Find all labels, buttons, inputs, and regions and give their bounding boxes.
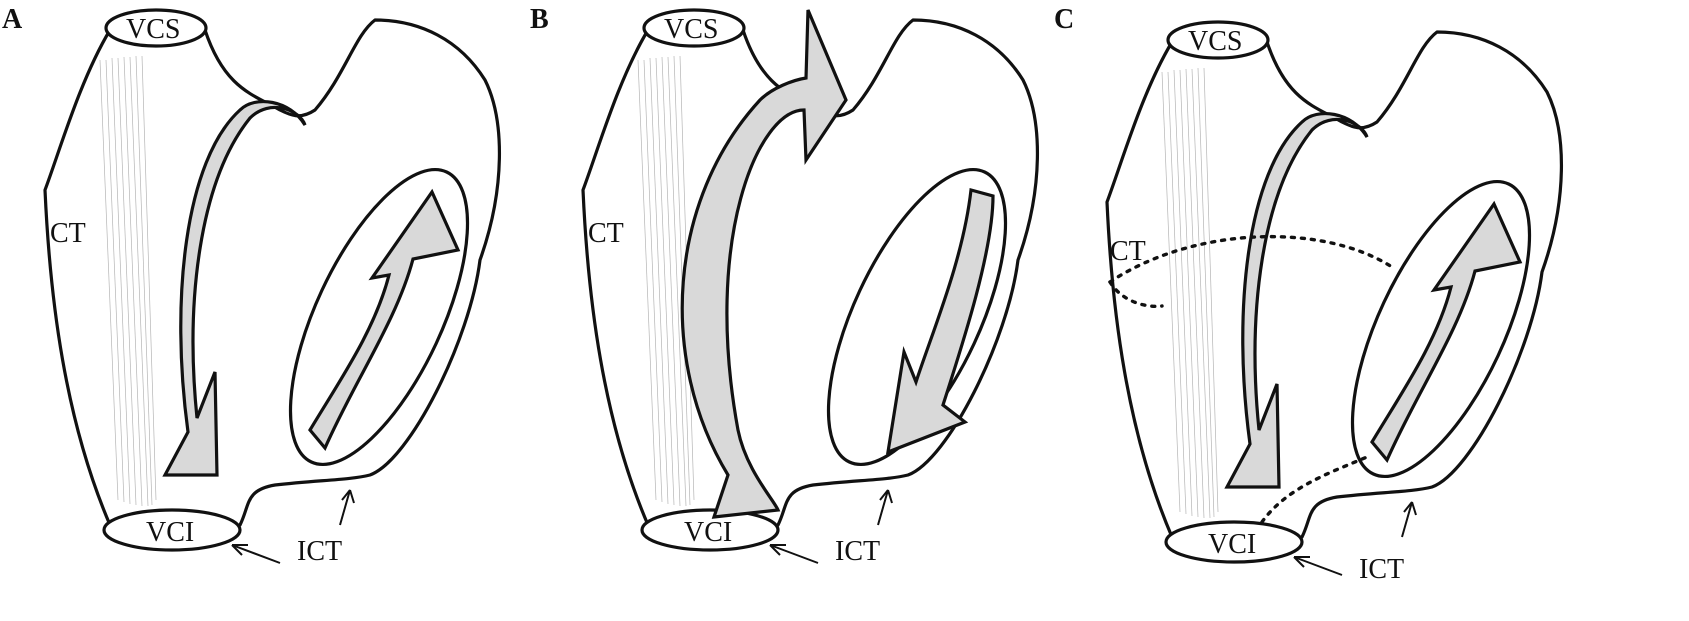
label-vci-c: VCI	[1208, 529, 1256, 560]
label-vcs-c: VCS	[1188, 26, 1242, 57]
dotted-line-lower-left	[1108, 280, 1164, 309]
panel-letter-b: B	[530, 4, 549, 35]
panel-b: B VCS VCI CT ICT	[530, 4, 1044, 567]
label-vci-b: VCI	[684, 517, 732, 548]
label-ct-a: CT	[50, 218, 86, 249]
panel-c: C VCS VCI CT ICT	[1054, 4, 1568, 585]
label-ict-b: ICT	[835, 536, 880, 567]
label-ict-c: ICT	[1359, 554, 1404, 585]
label-vcs-b: VCS	[664, 14, 718, 45]
panel-letter-a: A	[2, 4, 23, 35]
label-ict-a: ICT	[297, 536, 342, 567]
label-vci-a: VCI	[146, 517, 194, 548]
panel-letter-c: C	[1054, 4, 1074, 35]
label-vcs-a: VCS	[126, 14, 180, 45]
dotted-line-upper	[1108, 234, 1394, 284]
dotted-line-isthmus	[1260, 455, 1369, 524]
panel-a: A VCS VCI CT ICT	[2, 4, 506, 567]
label-ct-b: CT	[588, 218, 624, 249]
label-ct-c: CT	[1110, 236, 1146, 267]
